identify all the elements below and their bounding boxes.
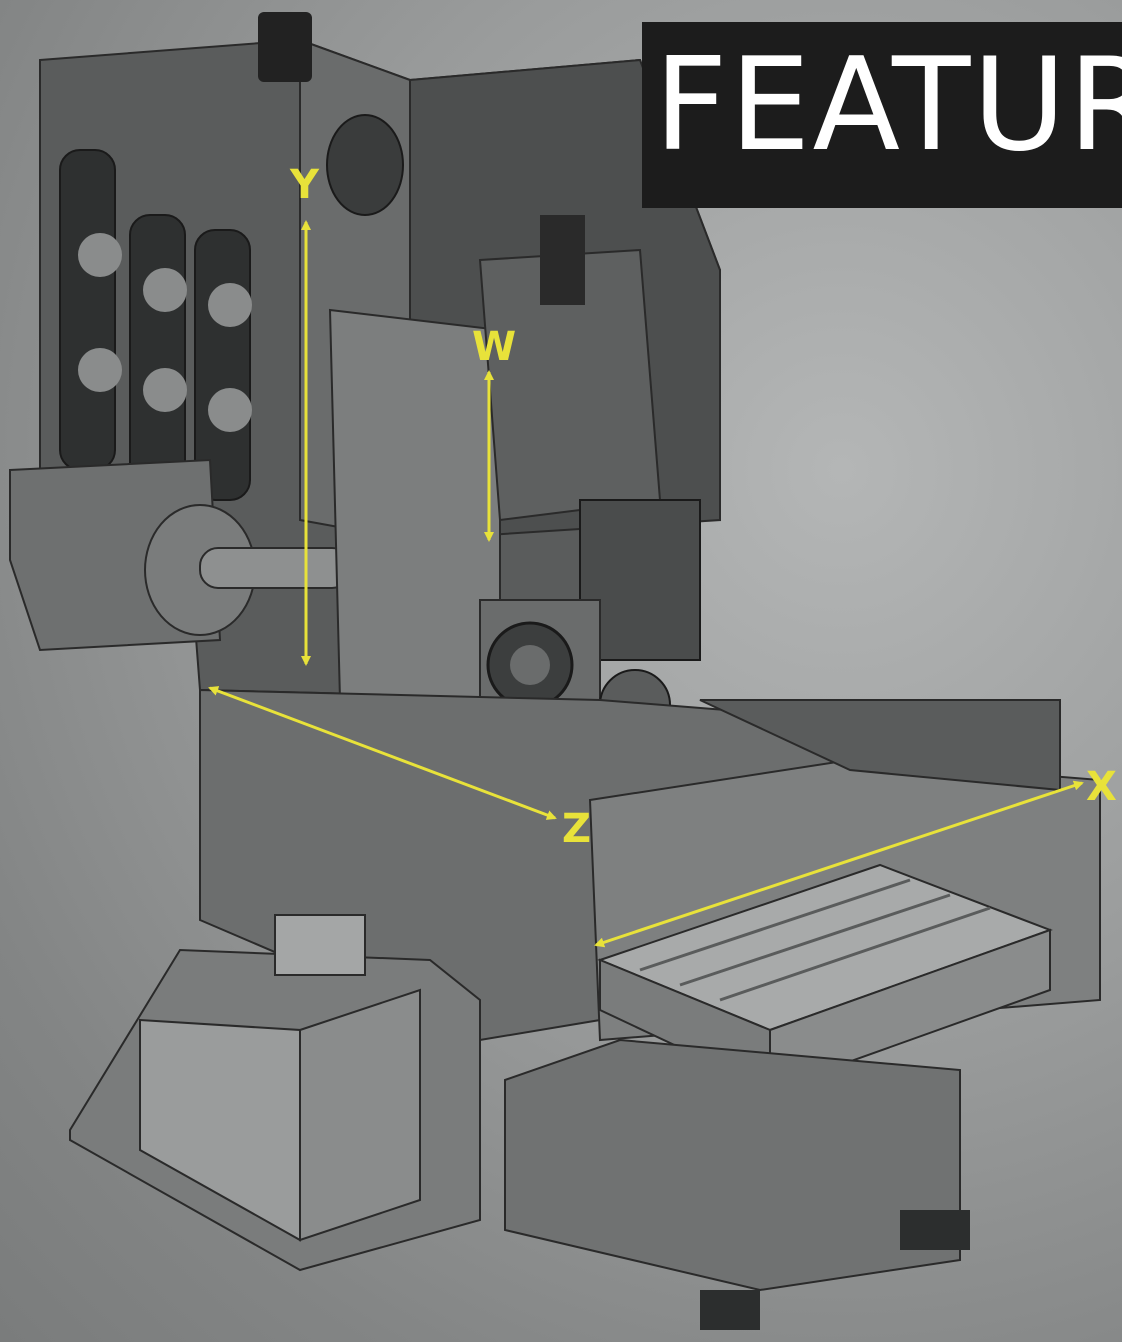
- x-axis-arrow: [594, 780, 1084, 948]
- y-axis-label: Y: [289, 162, 320, 208]
- z-axis-label: Z: [562, 806, 591, 852]
- z-axis-arrow: [208, 686, 557, 820]
- coolant-tank: [69, 914, 481, 1272]
- page-title: FEATUR: [654, 31, 1122, 180]
- left-spindle-housing: [9, 458, 351, 652]
- axis-arrows: [208, 220, 1084, 948]
- w-axis-label: W: [472, 324, 516, 370]
- spindle-head: [328, 215, 701, 741]
- x-axis-label: X: [1086, 764, 1117, 810]
- column-motor: [258, 12, 312, 82]
- title-banner: FEATUR: [642, 22, 1122, 208]
